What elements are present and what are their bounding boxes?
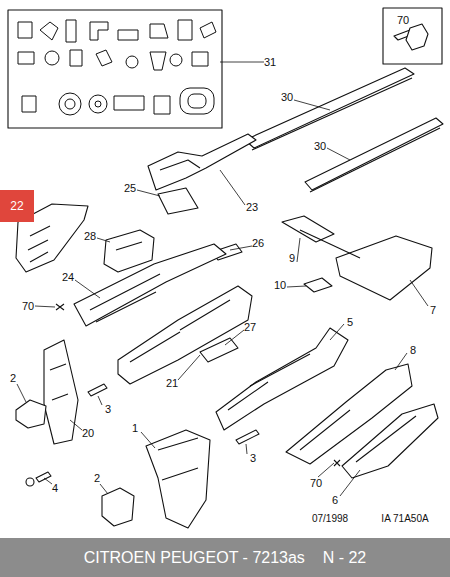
callout-number: 21: [165, 377, 179, 390]
node-text: CITROEN PEUGEOT - 7213as N - 22: [84, 549, 366, 567]
callout-number: 28: [83, 230, 97, 243]
callout-number: 70: [309, 477, 323, 490]
callout-number: 8: [409, 344, 417, 357]
callout-number: 31: [263, 56, 277, 69]
callout-number: 4: [51, 482, 59, 495]
callout-number: 10: [273, 279, 287, 292]
callout-number: 70: [396, 14, 410, 27]
callout-number: 30: [280, 91, 294, 104]
callout-number: 6: [331, 494, 339, 507]
callout-number: 70: [21, 300, 35, 313]
footer-band: CITROEN PEUGEOT - 7213as N - 22: [0, 538, 450, 577]
callout-number: 27: [243, 321, 257, 334]
callout-number: 26: [251, 237, 265, 250]
callout-number: 2: [9, 372, 17, 385]
callout-number: 3: [104, 403, 112, 416]
callout-number: 3: [249, 452, 257, 465]
callout-number: 5: [346, 316, 354, 329]
highlight-box: 22: [0, 190, 34, 222]
callout-number: 2: [93, 472, 101, 485]
callout-number: 23: [245, 201, 259, 214]
callout-number: 9: [288, 252, 296, 265]
callout-number: 30: [313, 140, 327, 153]
callout-number: 24: [61, 271, 75, 284]
drawing-code: IA 71A50A: [380, 513, 429, 525]
drawing-code: 07/1998: [311, 513, 349, 525]
node-text: 22: [10, 199, 23, 213]
callout-number: 25: [123, 182, 137, 195]
callout-number: 20: [81, 427, 95, 440]
callout-number: 1: [131, 422, 139, 435]
callout-number: 7: [429, 304, 437, 317]
